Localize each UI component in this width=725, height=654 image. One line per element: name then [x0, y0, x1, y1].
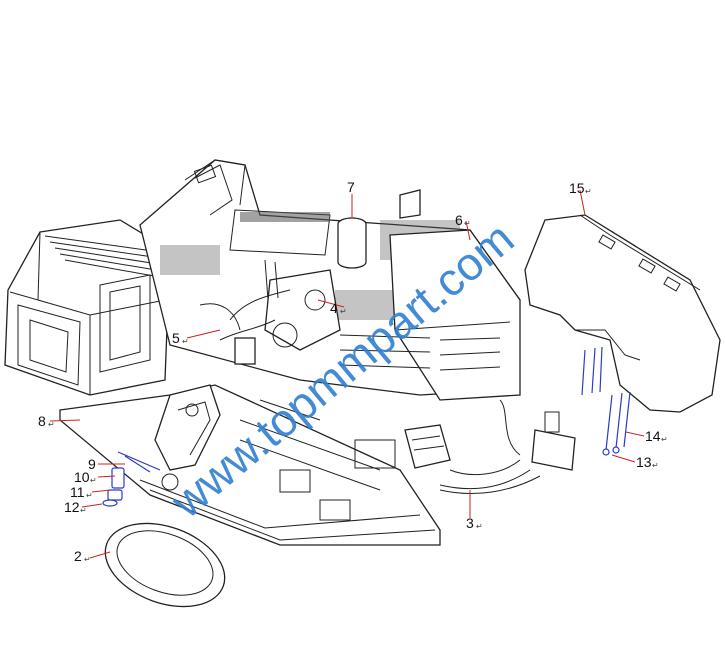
callout-11: 11 — [70, 484, 85, 500]
counterweight-bolts — [581, 346, 631, 456]
pin-bushing-parts — [102, 451, 161, 507]
counterweight — [524, 214, 721, 413]
operator-cab — [4, 219, 171, 396]
callout-15-mark: ↵ — [585, 187, 592, 196]
callout-12-mark: ↵ — [80, 506, 87, 515]
hydraulic-pump-assembly — [199, 259, 341, 365]
callout-14-mark: ↵ — [661, 435, 668, 444]
callout-labels: 2 ↵ 3 ↵ 4 ↵ 5 ↵ 6 ↵ 7 8 ↵ 9 10 ↵ 11 ↵ 12… — [38, 179, 668, 564]
revolving-frame — [59, 384, 441, 546]
callout-10: 10 — [74, 469, 90, 485]
callout-7: 7 — [347, 179, 355, 195]
callout-5: 5 — [172, 330, 180, 346]
callout-4-mark: ↵ — [340, 307, 347, 316]
callout-10-mark: ↵ — [90, 476, 97, 485]
callout-15: 15 — [569, 180, 585, 196]
callout-14: 14 — [645, 428, 661, 444]
leader-lines — [49, 189, 645, 559]
control-valve-harness — [404, 399, 576, 495]
callout-6: 6 — [455, 212, 463, 228]
callout-3-mark: ↵ — [476, 522, 483, 531]
swing-bearing — [104, 522, 226, 608]
callout-9: 9 — [88, 456, 96, 472]
callout-8: 8 — [38, 413, 46, 429]
callout-11-mark: ↵ — [86, 491, 93, 500]
callout-13: 13 — [636, 454, 652, 470]
callout-12: 12 — [64, 499, 80, 515]
callout-5-mark: ↵ — [182, 337, 189, 346]
callout-4: 4 — [330, 300, 338, 316]
callout-2-mark: ↵ — [84, 555, 91, 564]
callout-2: 2 — [74, 548, 82, 564]
callout-3: 3 — [466, 515, 474, 531]
callout-6-mark: ↵ — [464, 219, 471, 228]
callout-13-mark: ↵ — [652, 461, 659, 470]
callout-8-mark: ↵ — [48, 420, 55, 429]
